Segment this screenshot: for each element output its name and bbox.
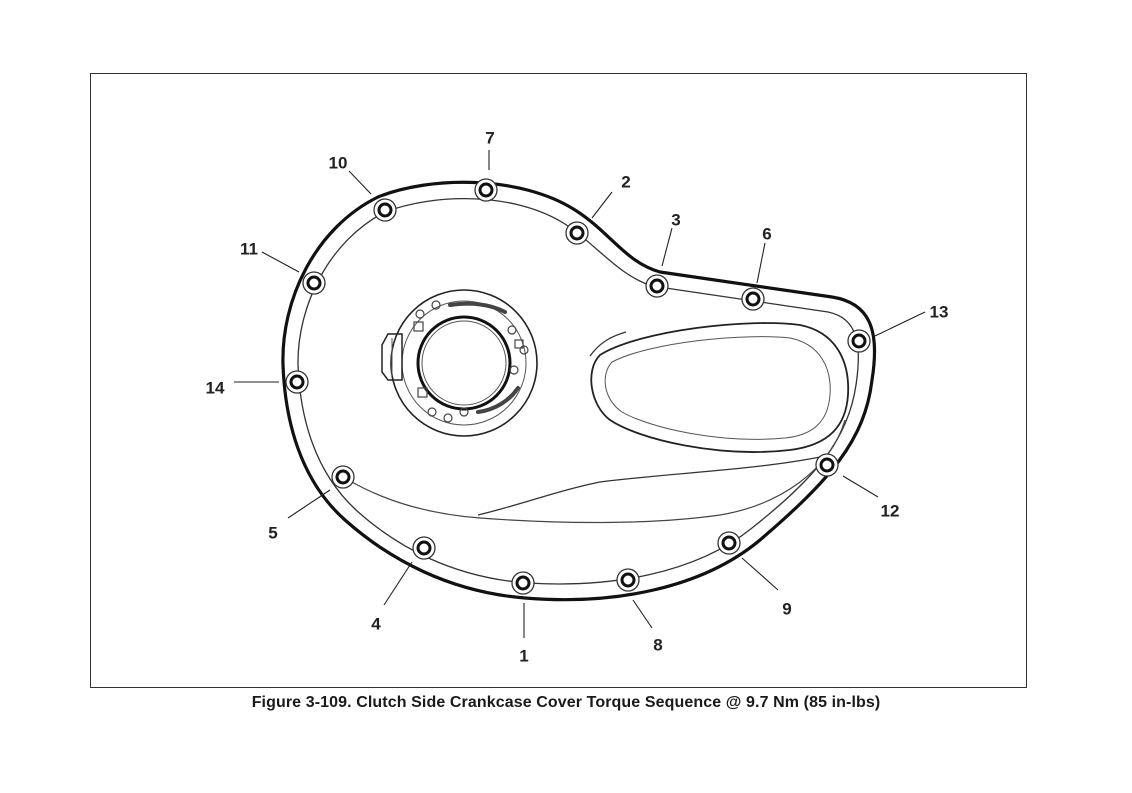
leader-line-11 [261,251,300,273]
bolt-3 [649,278,665,294]
cover-contour-line [344,419,846,524]
leader-line-10 [348,170,372,195]
callout-label-6: 6 [762,224,771,243]
bolt-4 [416,540,432,556]
callout-label-8: 8 [653,635,662,654]
clutch-port [381,289,538,437]
bolt-9 [721,535,737,551]
callout-label-5: 5 [268,523,277,542]
bolt-7 [478,182,494,198]
bolt-11 [306,275,322,291]
bolt-5 [335,469,351,485]
oval-housing-inner [604,336,831,440]
bolt-1 [515,575,531,591]
leader-line-8 [632,599,653,629]
oval-housing [590,322,850,453]
leader-line-5 [287,489,331,519]
leader-line-2 [591,191,613,219]
callout-label-3: 3 [671,210,680,229]
callout-label-9: 9 [782,599,791,618]
bolt-12 [819,457,835,473]
callout-label-1: 1 [519,646,528,665]
callout-label-4: 4 [371,614,381,633]
leader-line-3 [661,227,673,267]
figure-frame [90,73,1027,688]
callout-label-2: 2 [621,172,630,191]
leader-line-13 [874,311,926,337]
leader-line-12 [842,475,879,498]
cover-outline [281,180,877,602]
bolt-6 [745,291,761,307]
bolt-13 [851,333,867,349]
bolt-2 [569,225,585,241]
leader-line-9 [741,557,779,591]
bolt-10 [377,202,393,218]
leader-line-4 [383,561,413,606]
leader-line-6 [756,242,766,284]
callout-label-11: 11 [240,239,258,258]
figure-caption: Figure 3-109. Clutch Side Crankcase Cove… [251,694,881,711]
housing-ridge [477,331,831,516]
callout-label-10: 10 [329,153,348,172]
callout-label-13: 13 [930,302,949,321]
callout-label-7: 7 [485,128,494,147]
callout-label-14: 14 [206,378,225,397]
bolt-8 [620,572,636,588]
callout-label-12: 12 [881,501,900,520]
bolt-14 [289,374,305,390]
